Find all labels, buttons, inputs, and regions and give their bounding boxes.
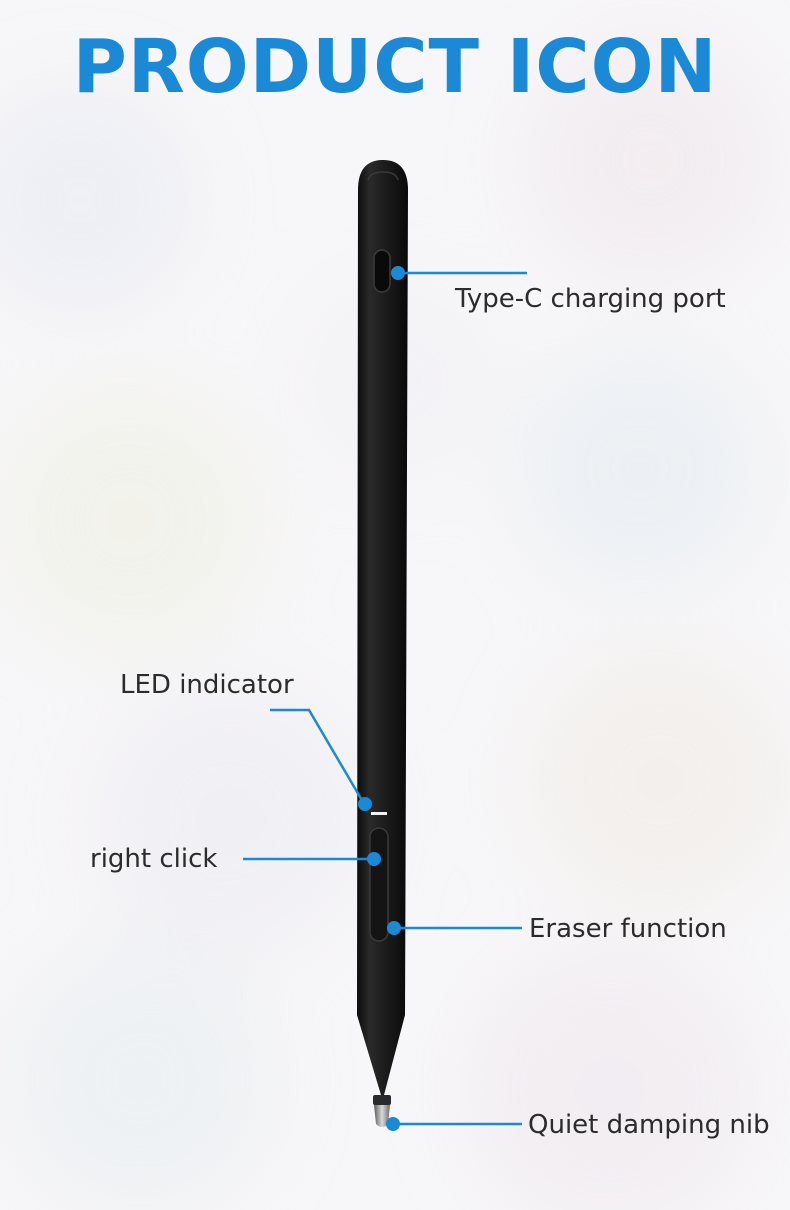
eraser-callout-dot	[387, 921, 401, 935]
page-title: PRODUCT ICON	[72, 24, 718, 110]
nib-collar	[373, 1095, 391, 1105]
type-c-port	[373, 249, 391, 293]
eraser-label: Eraser function	[529, 914, 727, 944]
type-c-label: Type-C charging port	[455, 284, 726, 314]
side-button	[369, 827, 389, 942]
nib-label: Quiet damping nib	[528, 1110, 770, 1140]
type-c-callout-dot	[391, 266, 405, 280]
nib-callout-dot	[386, 1117, 400, 1131]
led-label: LED indicator	[120, 670, 294, 700]
right-click-label: right click	[90, 844, 218, 874]
nib	[374, 1105, 390, 1127]
led-callout-dot	[358, 797, 372, 811]
led-light	[371, 812, 387, 815]
led-callout-line	[270, 708, 365, 803]
right-click-callout-dot	[367, 852, 381, 866]
stylus-body	[357, 160, 408, 1095]
